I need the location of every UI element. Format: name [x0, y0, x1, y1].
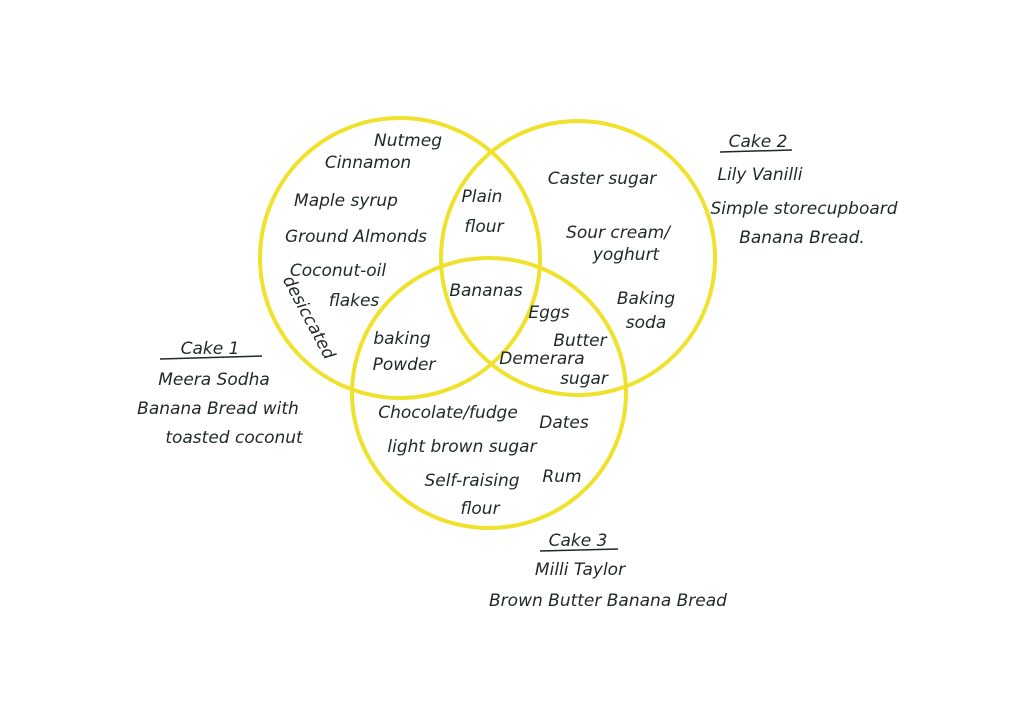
cake2-title-line2: Banana Bread. [739, 228, 865, 248]
cake3-circle [350, 256, 628, 530]
ingredient-ground-almonds: Ground Almonds [285, 227, 427, 247]
ingredient-baking: Baking [617, 289, 675, 309]
ingredient-soda: soda [626, 313, 666, 333]
cake2-circle [439, 119, 717, 397]
ingredient-desiccated: desiccated [278, 272, 339, 363]
ingredient-self-raising-flour: flour [460, 499, 500, 519]
cake1-underline [159, 355, 263, 360]
ingredient-yoghurt: yoghurt [592, 245, 661, 265]
ingredient-caster-sugar: Caster sugar [548, 169, 658, 189]
ingredient-rum: Rum [542, 467, 581, 487]
ingredient-demerara: Demerara [499, 349, 584, 369]
ingredient-baking-powder-1: baking [373, 329, 431, 349]
ingredient-cinnamon: Cinnamon [325, 153, 411, 173]
cake3-label: Cake 3 [549, 531, 608, 551]
ingredient-flour: flour [464, 217, 504, 237]
cake2-label: Cake 2 [729, 132, 788, 152]
cake1-label: Cake 1 [181, 339, 240, 359]
ingredient-sour-cream: Sour cream/ [566, 223, 672, 243]
ingredient-nutmeg: Nutmeg [374, 131, 442, 151]
ingredient-coconut-oil: Coconut-oil [290, 261, 386, 281]
cake2-author: Lily Vanilli [717, 165, 802, 185]
ingredient-eggs: Eggs [528, 303, 569, 323]
ingredient-light-brown-sugar: light brown sugar [387, 437, 537, 457]
cake3-author: Milli Taylor [535, 560, 626, 580]
cake2-underline [719, 149, 793, 153]
cake3-underline [539, 548, 619, 552]
ingredient-self-raising: Self-raising [424, 471, 519, 491]
ingredient-bananas: Bananas [449, 281, 522, 301]
cake2-title-line1: Simple storecupboard [710, 199, 897, 219]
cake1-circle [258, 116, 542, 400]
cake1-title-line2: toasted coconut [165, 428, 304, 448]
cake1-author: Meera Sodha [158, 370, 270, 390]
ingredient-sugar: sugar [560, 369, 609, 389]
cake3-title-line1: Brown Butter Banana Bread [489, 591, 727, 611]
ingredient-dates: Dates [539, 413, 589, 433]
ingredient-flakes: flakes [329, 291, 380, 311]
ingredient-chocolate-fudge: Chocolate/fudge [378, 403, 518, 423]
ingredient-maple-syrup: Maple syrup [294, 191, 398, 211]
ingredient-plain: Plain [462, 187, 503, 207]
ingredient-baking-powder-2: Powder [373, 355, 437, 375]
cake1-title-line1: Banana Bread with [137, 399, 299, 419]
ingredient-butter: Butter [553, 331, 607, 351]
